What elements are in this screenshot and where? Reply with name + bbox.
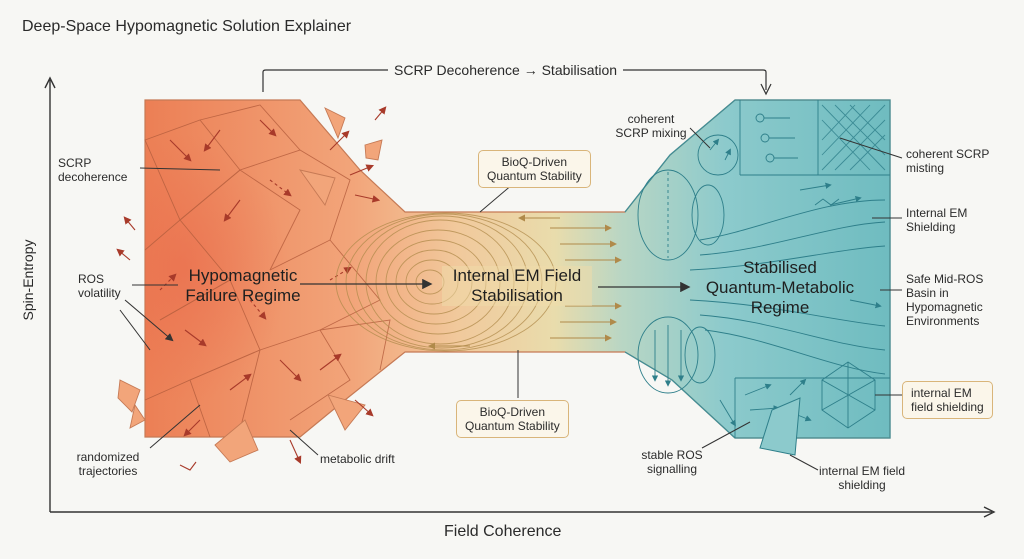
main-flow-arrow (300, 278, 691, 293)
teal-shard (759, 397, 801, 456)
axes (44, 76, 996, 518)
stabilisation-label: Internal EM Field Stabilisation (442, 266, 592, 306)
y-axis-label: Spin-Entropy (20, 239, 36, 321)
internal-em-field-shielding-box: internal EM field shielding (902, 381, 993, 419)
coherent-misting-label: coherent SCRP misting (906, 147, 990, 175)
stabilised-structures (637, 100, 890, 438)
x-axis-label: Field Coherence (444, 523, 562, 540)
coherent-mixing-label: coherent SCRP mixing (615, 112, 687, 140)
stabilised-regime-label: Stabilised Quantum-Metabolic Regime (705, 258, 855, 317)
metabolic-drift-label: metabolic drift (320, 452, 395, 466)
ros-volatility-label: ROS volatility (78, 272, 121, 300)
chaotic-arrows (116, 106, 387, 471)
failure-regime-label: Hypomagnetic Failure Regime (185, 266, 301, 305)
flow-arrows (428, 214, 622, 350)
bioq-top-box: BioQ-Driven Quantum Stability (478, 150, 591, 188)
top-flow-label: SCRP Decoherence → Stabilisation (388, 62, 624, 78)
scrp-decoherence-label: SCRP decoherence (58, 156, 128, 184)
stable-ros-label: stable ROS signalling (641, 448, 703, 476)
failure-shards (144, 104, 391, 438)
safe-mid-ros-label: Safe Mid-ROS Basin in Hypomagnetic Envir… (906, 272, 984, 328)
internal-em-field-shielding-label: internal EM field shielding (818, 464, 906, 492)
loose-shards (117, 107, 383, 463)
internal-em-shielding-label: Internal EM Shielding (906, 206, 968, 234)
page-title: Deep-Space Hypomagnetic Solution Explain… (22, 18, 352, 35)
bioq-bottom-box: BioQ-Driven Quantum Stability (456, 400, 569, 438)
randomized-trajectories-label: randomized trajectories (76, 450, 140, 478)
